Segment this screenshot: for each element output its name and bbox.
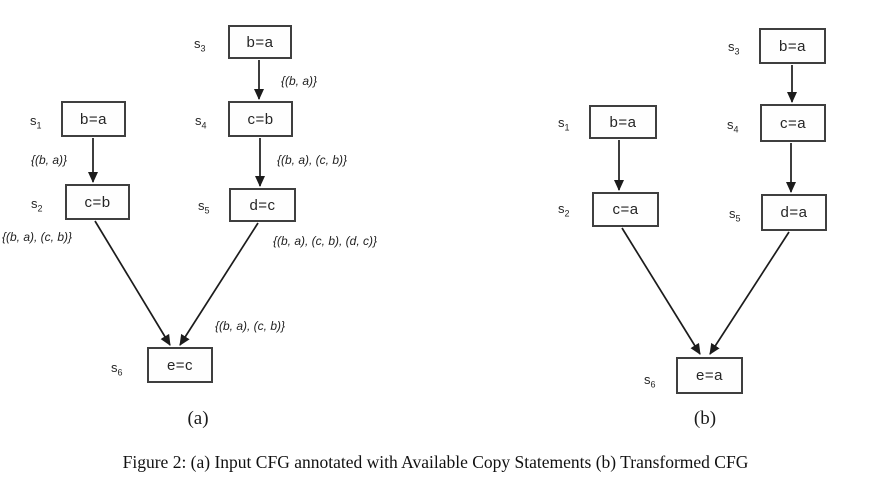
- node-id-base: s: [194, 36, 201, 51]
- edge-label-a-s5-s6: {(b, a), (c, b), (d, c)}: [273, 234, 378, 248]
- panel-b-caption: (b): [693, 408, 717, 429]
- node-id-a-s3: s3: [194, 36, 206, 54]
- node-id-sub: 1: [564, 122, 570, 133]
- node-id-base: s: [729, 206, 736, 221]
- node-id-base: s: [195, 113, 202, 128]
- node-id-sub: 3: [734, 46, 740, 57]
- node-id-sub: 5: [735, 213, 741, 224]
- node-id-base: s: [111, 360, 118, 375]
- node-id-base: s: [558, 115, 565, 130]
- edge-a-s2-s6: [94, 220, 171, 346]
- node-a-s6: e=c: [147, 347, 213, 383]
- edge-b-s5-s6: [709, 231, 790, 355]
- node-id-sub: 4: [733, 124, 739, 135]
- node-id-sub: 1: [36, 120, 42, 131]
- edge-label-a-s1-s2: {(b, a)}: [31, 153, 68, 167]
- node-id-base: s: [558, 201, 565, 216]
- edge-label-a-s2-s6: {(b, a), (c, b)}: [2, 230, 73, 244]
- node-id-sub: 2: [564, 208, 570, 219]
- node-a-s5: d=c: [229, 188, 296, 222]
- node-id-sub: 6: [117, 367, 123, 378]
- edge-b-s2-s6: [621, 227, 701, 355]
- figure-caption: Figure 2: (a) Input CFG annotated with A…: [122, 452, 749, 472]
- node-b-s4: c=a: [760, 104, 826, 142]
- node-id-a-s5: s5: [198, 198, 210, 216]
- panel-b-edges: [614, 65, 797, 355]
- edge-a-s5-s6: [179, 222, 259, 346]
- node-id-sub: 2: [37, 203, 43, 214]
- node-id-base: s: [198, 198, 205, 213]
- node-id-base: s: [727, 117, 734, 132]
- node-id-sub: 3: [200, 43, 206, 54]
- node-b-s5: d=a: [761, 194, 827, 231]
- node-id-base: s: [30, 113, 37, 128]
- node-b-s6: e=a: [676, 357, 743, 394]
- node-b-s2: c=a: [592, 192, 659, 227]
- panel-a-caption: (a): [187, 408, 209, 429]
- node-id-b-s2: s2: [558, 201, 570, 219]
- edge-label-a-merge-s6: {(b, a), (c, b)}: [215, 319, 286, 333]
- node-id-a-s2: s2: [31, 196, 43, 214]
- node-id-b-s3: s3: [728, 39, 740, 57]
- node-a-s3: b=a: [228, 25, 292, 59]
- node-id-b-s1: s1: [558, 115, 570, 133]
- node-id-b-s6: s6: [644, 372, 656, 390]
- node-b-s1: b=a: [589, 105, 657, 139]
- node-id-a-s4: s4: [195, 113, 207, 131]
- node-id-b-s4: s4: [727, 117, 739, 135]
- node-a-s1: b=a: [61, 101, 126, 137]
- node-id-sub: 5: [204, 205, 210, 216]
- node-id-base: s: [728, 39, 735, 54]
- edge-label-a-s4-s5: {(b, a), (c, b)}: [277, 153, 348, 167]
- node-id-a-s6: s6: [111, 360, 123, 378]
- node-id-base: s: [644, 372, 651, 387]
- node-id-b-s5: s5: [729, 206, 741, 224]
- node-id-sub: 4: [201, 120, 207, 131]
- panel-a-edges: [88, 60, 265, 346]
- node-id-sub: 6: [650, 379, 656, 390]
- node-id-base: s: [31, 196, 38, 211]
- node-a-s2: c=b: [65, 184, 130, 220]
- node-b-s3: b=a: [759, 28, 826, 64]
- node-id-a-s1: s1: [30, 113, 42, 131]
- edge-label-a-s3-s4: {(b, a)}: [281, 74, 318, 88]
- node-a-s4: c=b: [228, 101, 293, 137]
